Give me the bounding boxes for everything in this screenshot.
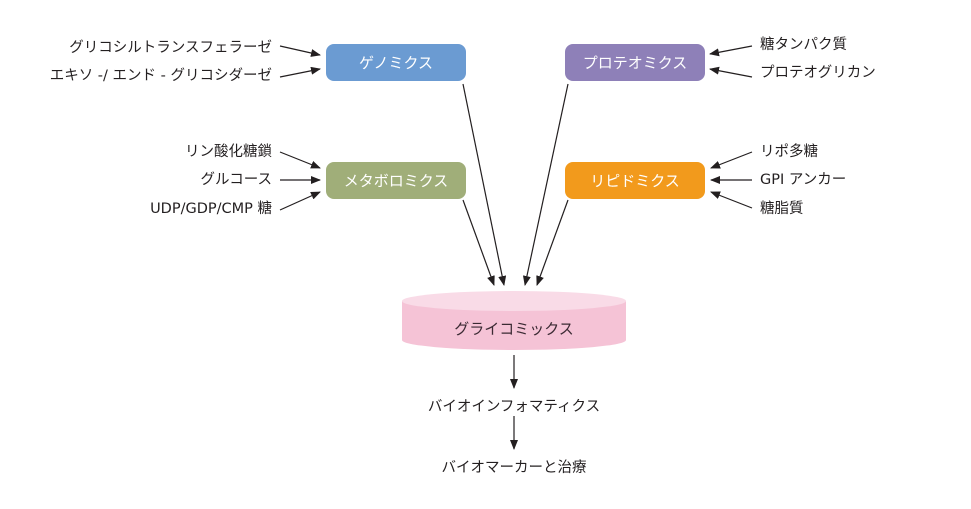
arrow-genomics-to-glycomics [462, 83, 507, 286]
metabolomics-label: メタボロミクス [343, 172, 449, 190]
arrow-proteoglycan-to-proteomics [709, 66, 753, 78]
input-glycolipid: 糖脂質 [760, 201, 804, 217]
proteomics-label: プロテオミクス [582, 54, 688, 72]
input-lipopolysaccharide: リポ多糖 [760, 144, 818, 160]
lipidomics-label: リピドミクス [590, 172, 680, 190]
genomics-box: ゲノミクス [326, 44, 466, 81]
arrow-glycosidase-to-genomics [279, 66, 321, 78]
arrow-lps-to-lipidomics [710, 151, 753, 169]
cylinder-body [402, 301, 626, 350]
arrow-proteomics-to-glycomics [522, 83, 569, 286]
arrow-phospho-to-metabolomics [279, 151, 321, 169]
genomics-label: ゲノミクス [358, 54, 434, 72]
arrow-glycoprotein-to-proteomics [709, 45, 753, 57]
input-nucleotide-sugar: UDP/GDP/CMP 糖 [150, 201, 272, 217]
input-proteoglycan: プロテオグリカン [760, 65, 876, 81]
input-glucose: グルコース [200, 172, 273, 188]
arrow-glycolipid-to-lipidomics [710, 191, 753, 209]
input-glycoprotein: 糖タンパク質 [760, 37, 847, 53]
arrow-metabolomics-to-glycomics [462, 199, 495, 286]
glycomics-label: グライコミックス [454, 320, 574, 338]
input-phosphorylated-glycan: リン酸化糖鎖 [185, 144, 272, 160]
proteomics-box: プロテオミクス [565, 44, 705, 81]
glycomics-cylinder [402, 291, 626, 350]
metabolomics-box: メタボロミクス [326, 162, 466, 199]
arrow-lipidomics-to-glycomics [536, 199, 569, 286]
input-glycosyltransferase: グリコシルトランスフェラーゼ [69, 40, 272, 56]
cylinder-top [402, 291, 626, 311]
arrow-nucleotide-to-metabolomics [279, 191, 321, 211]
input-glycosidase: エキソ -/ エンド - グリコシダーゼ [49, 68, 272, 84]
biomarkers-label: バイオマーカーと治療 [441, 460, 587, 476]
lipidomics-box: リピドミクス [565, 162, 705, 199]
bioinformatics-label: バイオインフォマティクス [427, 399, 601, 415]
input-gpi-anchor: GPI アンカー [760, 172, 847, 188]
arrow-gt-to-genomics [279, 45, 321, 57]
